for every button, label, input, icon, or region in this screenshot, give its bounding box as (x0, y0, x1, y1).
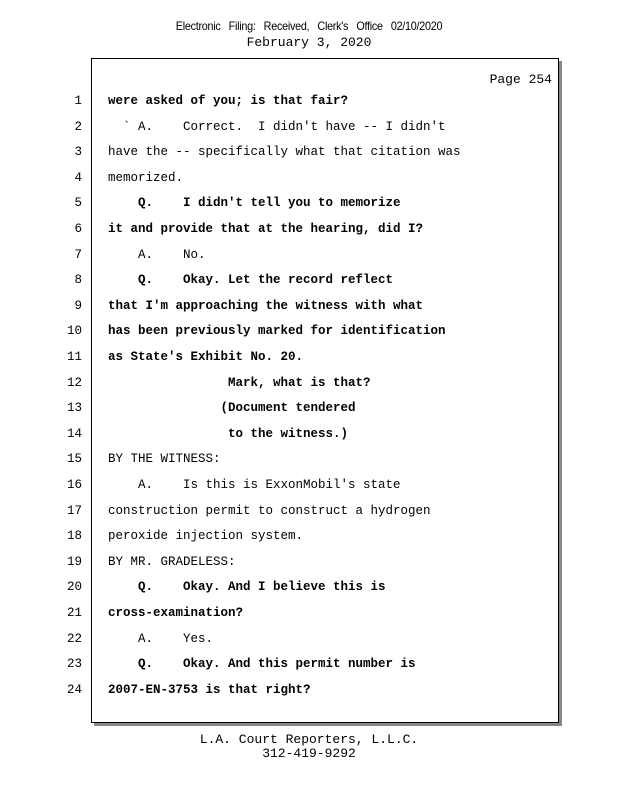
transcript-line: BY MR. GRADELESS: (108, 554, 236, 569)
transcript-line: memorized. (108, 170, 184, 185)
filing-stamp: Electronic Filing: Received, Clerk's Off… (175, 19, 443, 33)
transcript-line: (Document tendered (108, 401, 356, 416)
line-number: 6 (74, 222, 82, 236)
line-number: 11 (66, 350, 82, 364)
transcript-line: that I'm approaching the witness with wh… (108, 298, 424, 313)
line-number: 1 (74, 94, 82, 108)
transcript-line: A. Yes. (108, 631, 214, 646)
line-number: 3 (74, 145, 82, 160)
line-number: 14 (66, 426, 82, 441)
line-number: 8 (74, 273, 82, 288)
transcript-line: A. No. (108, 247, 206, 262)
transcript-line: has been previously marked for identific… (108, 324, 446, 339)
transcript-line: construction permit to construct a hydro… (108, 503, 431, 518)
transcript-line: were asked of you; is that fair? (108, 94, 349, 108)
transcript-line: Q. Okay. And I believe this is (108, 580, 386, 595)
line-number: 16 (66, 478, 82, 492)
transcript-line: Mark, what is that? (108, 375, 371, 390)
transcript-line: cross-examination? (108, 606, 244, 620)
line-number: 10 (66, 324, 82, 339)
line-number: 5 (74, 196, 82, 211)
line-number: 20 (66, 580, 82, 595)
line-number: 13 (66, 401, 82, 416)
line-number: 22 (66, 631, 82, 646)
transcript-line: to the witness.) (108, 426, 349, 441)
footer: L.A. Court Reporters, L.L.C. 312-419-929… (0, 733, 618, 761)
line-number: 12 (66, 375, 82, 390)
line-number: 21 (66, 606, 82, 620)
transcript-page: Page 254 (91, 58, 559, 723)
line-number: 2 (74, 119, 82, 134)
transcript-line: A. Is this is ExxonMobil's state (108, 478, 401, 492)
transcript-line: Q. Okay. Let the record reflect (108, 273, 394, 288)
line-number: 23 (66, 657, 82, 672)
transcript-line: peroxide injection system. (108, 529, 304, 544)
transcript-line: it and provide that at the hearing, did … (108, 222, 424, 236)
transcript-line: Q. Okay. And this permit number is (108, 657, 416, 672)
line-number: 19 (66, 554, 82, 569)
transcript-line: ` A. Correct. I didn't have -- I didn't (108, 119, 446, 134)
line-number: 24 (66, 682, 82, 697)
transcript-line: BY THE WITNESS: (108, 452, 221, 467)
line-number: 15 (66, 452, 82, 467)
line-number: 7 (74, 247, 82, 262)
line-number: 9 (74, 298, 82, 313)
transcript-date: February 3, 2020 (246, 35, 372, 50)
line-number: 17 (66, 503, 82, 518)
page-number: Page 254 (489, 72, 552, 87)
transcript-line: have the -- specifically what that citat… (108, 145, 461, 160)
line-number: 4 (74, 170, 82, 185)
reporter-phone: 312-419-9292 (262, 746, 356, 761)
transcript-line: as State's Exhibit No. 20. (108, 350, 304, 364)
line-number: 18 (66, 529, 82, 544)
transcript-line: 2007-EN-3753 is that right? (108, 682, 311, 697)
reporter-company: L.A. Court Reporters, L.L.C. (199, 732, 419, 747)
transcript-line: Q. I didn't tell you to memorize (108, 196, 401, 211)
